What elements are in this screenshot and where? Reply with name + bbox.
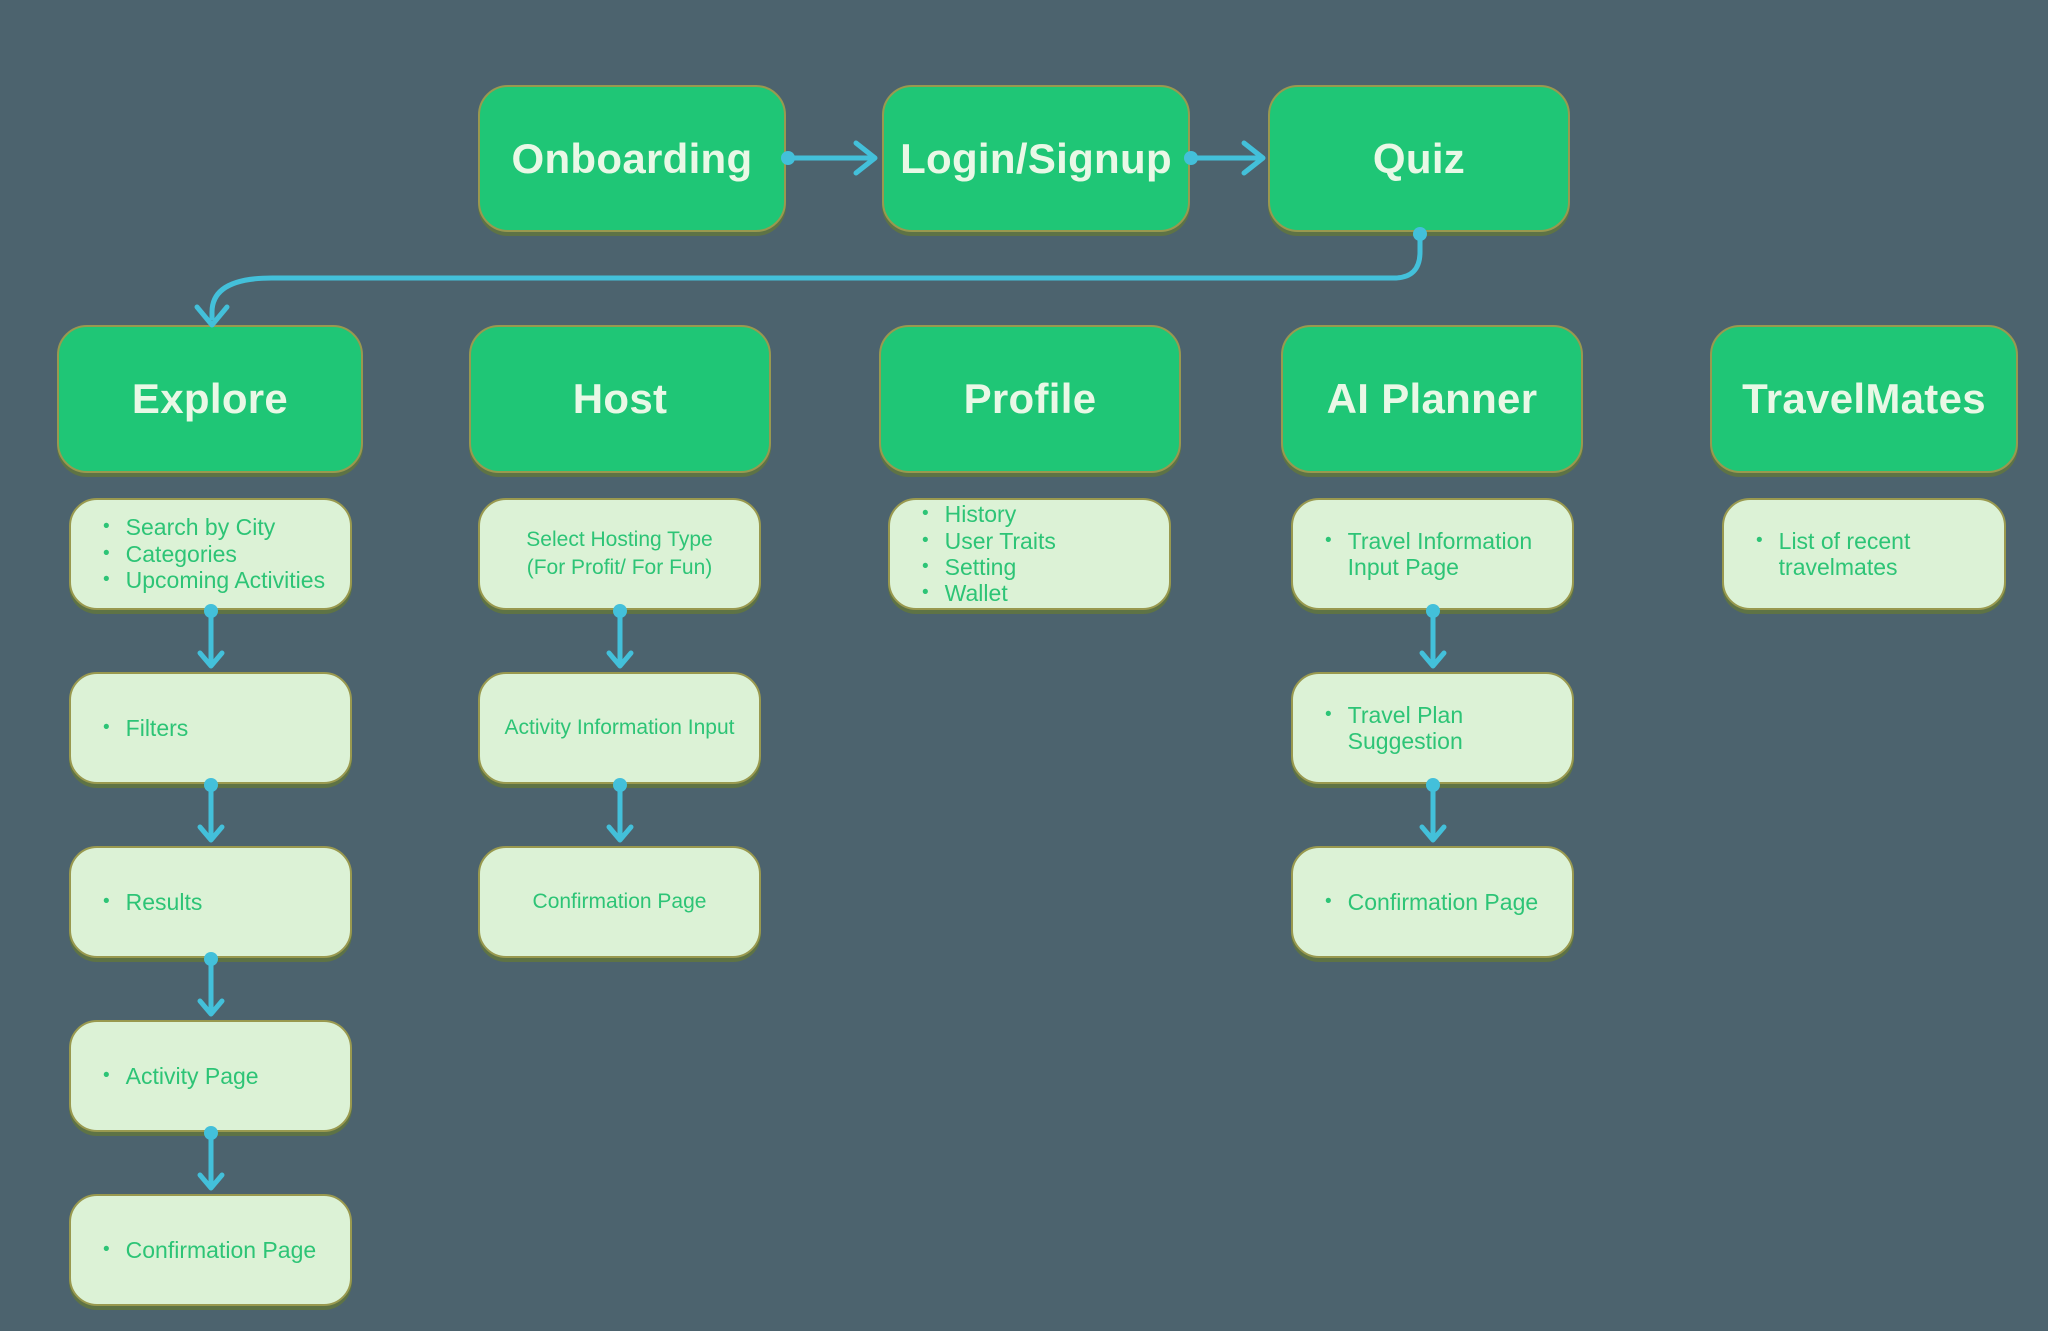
list-item: Upcoming Activities: [103, 567, 336, 593]
arrow-ai-2: [1419, 778, 1447, 843]
node-label: Onboarding: [511, 134, 753, 182]
explore-activity-page-box: Activity Page: [69, 1020, 352, 1132]
explore-search-box: Search by City Categories Upcoming Activ…: [69, 498, 352, 610]
host-type-box: Select Hosting Type (For Profit/ For Fun…: [478, 498, 761, 610]
arrow-host-1: [606, 604, 634, 669]
node-label: Profile: [963, 375, 1097, 422]
box-text: Confirmation Page: [532, 889, 707, 913]
list-item: History: [922, 501, 1155, 527]
list-item: Confirmation Page: [1325, 889, 1558, 915]
node-quiz: Quiz: [1268, 85, 1570, 232]
node-profile: Profile: [879, 325, 1181, 473]
list-item: List of recent travelmates: [1756, 528, 1990, 581]
arrow-onboarding-login: [781, 140, 878, 176]
node-onboarding: Onboarding: [478, 85, 786, 232]
travelmates-list-box: List of recent travelmates: [1722, 498, 2006, 610]
node-explore: Explore: [57, 325, 363, 473]
box-text: Activity Information Input: [504, 715, 735, 739]
host-confirmation-box: Confirmation Page: [478, 846, 761, 958]
list-item: Travel Information Input Page: [1325, 528, 1558, 581]
explore-filters-box: Filters: [69, 672, 352, 784]
node-ai-planner: AI Planner: [1281, 325, 1583, 473]
list-item: Travel Plan Suggestion: [1325, 702, 1558, 755]
node-label: TravelMates: [1742, 375, 1986, 422]
list-item: Wallet: [922, 580, 1155, 606]
arrow-explore-4: [197, 1126, 225, 1191]
arrow-explore-3: [197, 952, 225, 1017]
list-item: Search by City: [103, 514, 336, 540]
profile-menu-box: History User Traits Setting Wallet: [888, 498, 1171, 610]
host-activity-input-box: Activity Information Input: [478, 672, 761, 784]
explore-results-box: Results: [69, 846, 352, 958]
node-label: Login/Signup: [900, 134, 1172, 182]
ai-confirmation-box: Confirmation Page: [1291, 846, 1574, 958]
list-item: Confirmation Page: [103, 1237, 336, 1263]
node-label: AI Planner: [1326, 375, 1538, 422]
list-item: User Traits: [922, 528, 1155, 554]
ai-travel-input-box: Travel Information Input Page: [1291, 498, 1574, 610]
box-text: Select Hosting Type (For Profit/ For Fun…: [526, 527, 713, 579]
node-label: Explore: [131, 375, 289, 422]
node-label: Host: [572, 375, 668, 422]
arrow-quiz-explore: [194, 227, 1427, 328]
node-login-signup: Login/Signup: [882, 85, 1190, 232]
node-label: Quiz: [1372, 134, 1466, 182]
list-item: Setting: [922, 554, 1155, 580]
list-item: Activity Page: [103, 1063, 336, 1089]
arrow-login-quiz: [1184, 140, 1266, 176]
arrow-explore-1: [197, 604, 225, 669]
arrow-host-2: [606, 778, 634, 843]
explore-confirmation-box: Confirmation Page: [69, 1194, 352, 1306]
arrow-explore-2: [197, 778, 225, 843]
arrow-ai-1: [1419, 604, 1447, 669]
ai-plan-suggestion-box: Travel Plan Suggestion: [1291, 672, 1574, 784]
list-item: Results: [103, 889, 336, 915]
node-host: Host: [469, 325, 771, 473]
node-travelmates: TravelMates: [1710, 325, 2018, 473]
list-item: Filters: [103, 715, 336, 741]
list-item: Categories: [103, 541, 336, 567]
